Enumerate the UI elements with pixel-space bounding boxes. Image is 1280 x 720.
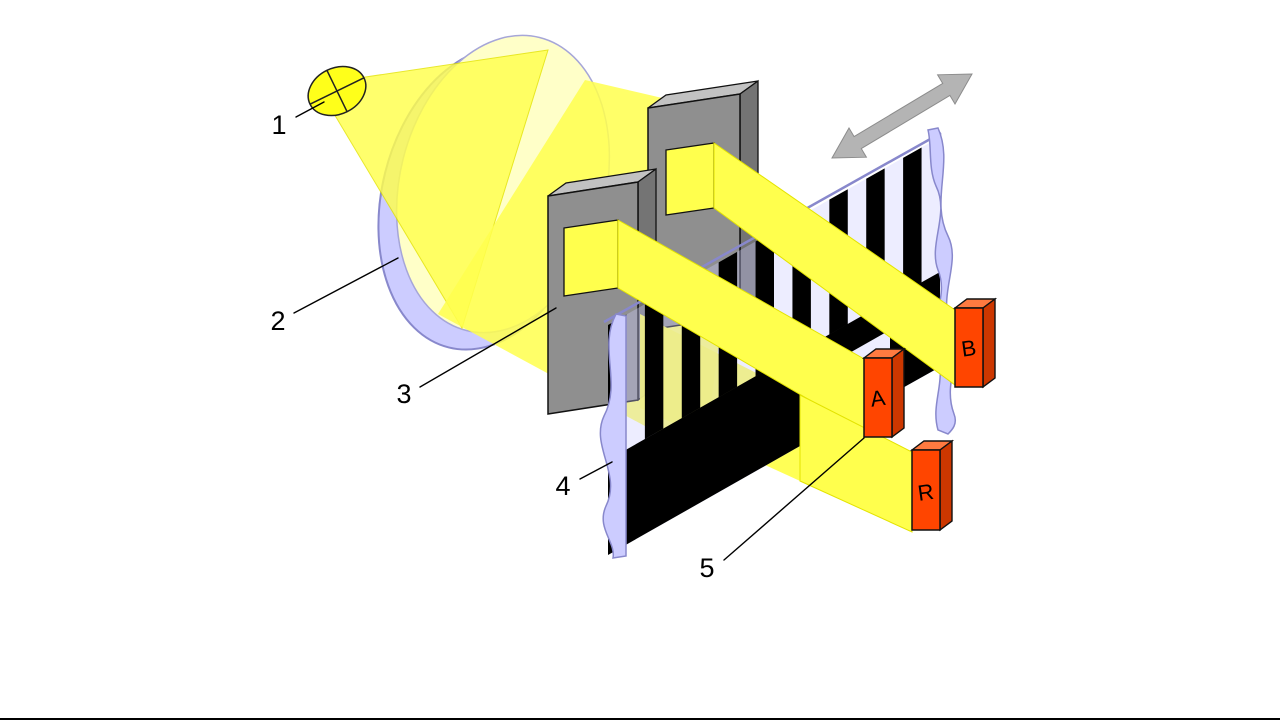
bulb-cross-v — [326, 69, 348, 113]
detector-r-side — [939, 439, 953, 532]
detector-r-front — [911, 449, 941, 531]
scale-black-lower-left — [608, 351, 800, 555]
detector-r-label: R — [916, 479, 935, 506]
callout-number-1: 1 — [271, 110, 286, 140]
image-bottom-border — [0, 718, 1280, 720]
detector-b: B — [952, 297, 998, 389]
detector-b-side — [982, 297, 996, 389]
detector-r: R — [909, 439, 955, 532]
detector-b-label: B — [960, 335, 978, 362]
callout-number-4: 4 — [555, 471, 570, 501]
callout-line-5 — [723, 437, 865, 561]
detector-a-label: A — [869, 385, 887, 412]
callout-number-2: 2 — [270, 306, 285, 336]
callout-line-4 — [579, 461, 613, 480]
mask-window-b — [665, 142, 715, 216]
callout-line-3 — [419, 307, 557, 388]
callout-number-5: 5 — [699, 553, 714, 583]
mask-window-a — [563, 219, 619, 297]
callout-number-3: 3 — [396, 379, 411, 409]
scale-stripe — [644, 293, 664, 440]
callout-line-2 — [293, 257, 399, 314]
callouts: 1 2 3 4 5 — [270, 101, 865, 583]
detector-b-front — [954, 307, 984, 388]
motion-arrow-icon — [831, 73, 973, 159]
detector-a-front — [863, 357, 893, 438]
detector-a: A — [861, 347, 907, 439]
detector-a-side — [891, 347, 905, 439]
callout-line-1 — [295, 101, 325, 118]
scale-stripe — [903, 147, 922, 293]
